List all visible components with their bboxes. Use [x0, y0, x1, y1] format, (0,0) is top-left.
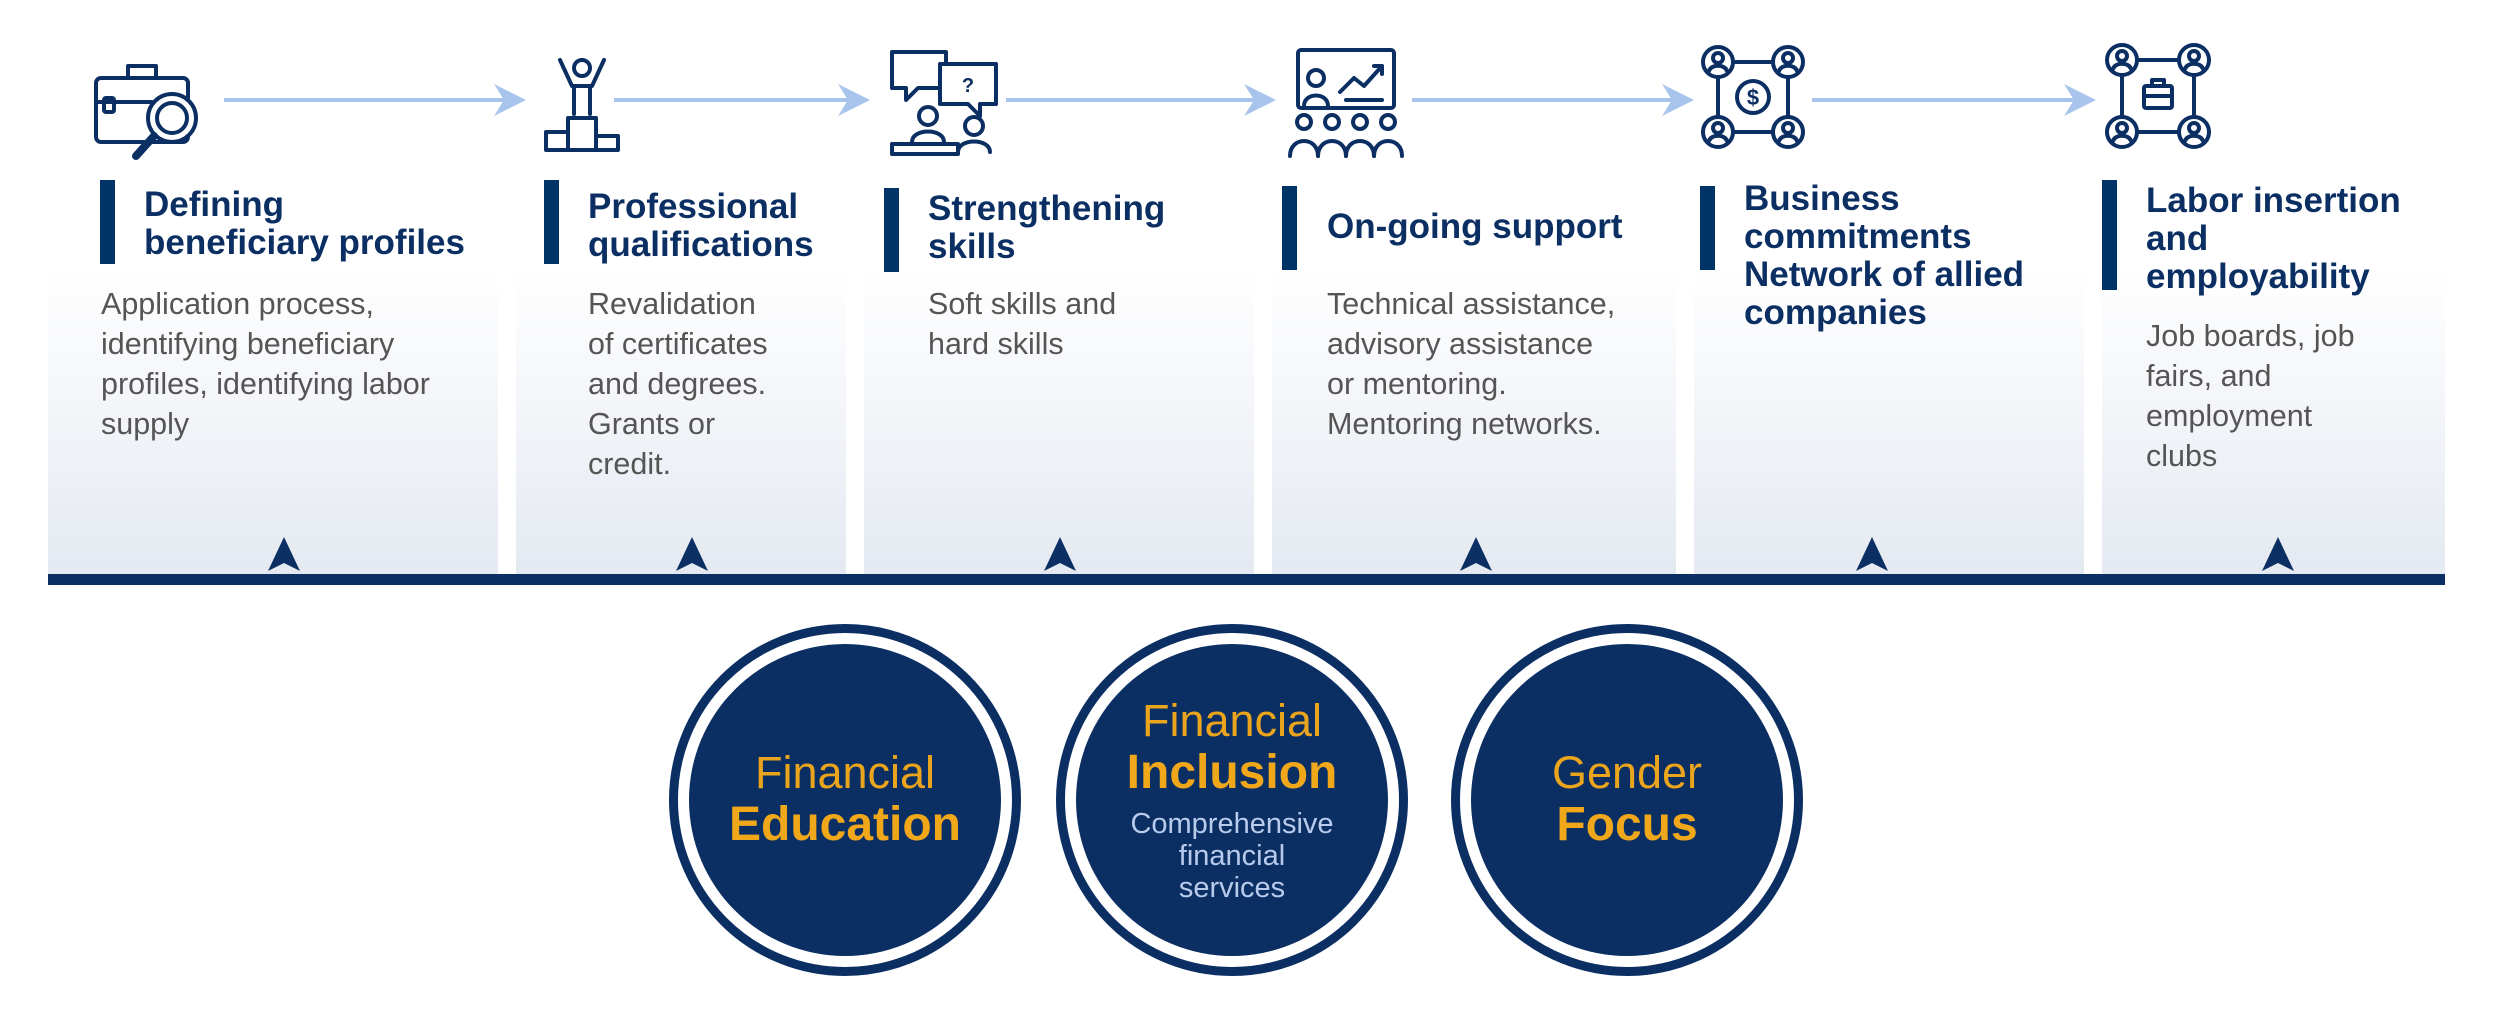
- pillar-title-bold: Focus: [1556, 798, 1698, 851]
- pillar-title-light: Gender: [1551, 747, 1703, 798]
- step-panel-5: [1694, 270, 2084, 578]
- step-title-2: Professional qualifications: [588, 187, 814, 264]
- pillar-circle-inner: Gender Focus: [1471, 644, 1783, 956]
- network-dollar-icon: $: [1700, 44, 1806, 150]
- step-description-2: Revalidation of certificates and degrees…: [588, 287, 768, 481]
- step-description-6: Job boards, job fairs, and employment cl…: [2146, 319, 2355, 473]
- step-panel-2: [516, 270, 846, 578]
- step-accent-bar-3: [884, 188, 899, 272]
- svg-text:$: $: [1747, 85, 1759, 110]
- pillar-title-bold: Education: [728, 798, 961, 851]
- flow-arrow-5: [1812, 82, 2096, 118]
- step-accent-bar-2: [544, 180, 559, 264]
- pillar-circle-financial-education: Financial Education: [669, 624, 1021, 976]
- pillar-subtitle: Comprehensive financial services: [1130, 808, 1334, 904]
- pillar-circle-financial-inclusion: Financial Inclusion Comprehensive financ…: [1056, 624, 1408, 976]
- step-title-5: Business commitments Network of allied c…: [1744, 179, 2025, 332]
- conversation-bubbles-icon: ?: [888, 46, 1000, 158]
- pillar-circle-inner: Financial Education: [689, 644, 1001, 956]
- step-marker-1: [268, 537, 300, 571]
- pillar-circle-gender-focus: Gender Focus: [1451, 624, 1803, 976]
- step-marker-3: [1044, 537, 1076, 571]
- step-accent-bar-6: [2102, 180, 2117, 290]
- step-marker-4: [1460, 537, 1492, 571]
- pillar-title-light: Financial: [754, 747, 936, 798]
- pillar-title-bold: Inclusion: [1126, 746, 1338, 799]
- flow-arrow-3: [1006, 82, 1276, 118]
- svg-text:?: ?: [962, 75, 974, 97]
- step-title-6: Labor insertion and employability: [2146, 181, 2401, 296]
- step-description-1: Application process, identifying benefic…: [101, 287, 430, 441]
- presentation-audience-icon: [1284, 46, 1404, 160]
- pillar-circle-inner: Financial Inclusion Comprehensive financ…: [1076, 644, 1388, 956]
- step-title-1: Defining beneficiary profiles: [144, 185, 465, 262]
- step-panel-4: [1272, 270, 1676, 578]
- step-title-4: On-going support: [1327, 207, 1623, 246]
- timeline-baseline: [48, 574, 2445, 585]
- flow-arrow-2: [614, 82, 870, 118]
- network-briefcase-icon: [2104, 42, 2212, 150]
- briefcase-magnifier-icon: [92, 58, 210, 162]
- step-marker-2: [676, 537, 708, 571]
- step-description-4: Technical assistance, advisory assistanc…: [1327, 287, 1616, 441]
- step-marker-6: [2262, 537, 2294, 571]
- step-marker-5: [1856, 537, 1888, 571]
- step-panel-1: [48, 270, 498, 578]
- step-title-3: Strengthening skills: [928, 189, 1166, 266]
- person-on-podium-icon: [544, 56, 620, 156]
- step-description-3: Soft skills and hard skills: [928, 287, 1117, 361]
- flow-arrow-1: [224, 82, 526, 118]
- step-panel-3: [864, 270, 1254, 578]
- step-accent-bar-5: [1700, 186, 1715, 270]
- step-accent-bar-4: [1282, 186, 1297, 270]
- step-accent-bar-1: [100, 180, 115, 264]
- step-panel-6: [2102, 270, 2445, 578]
- flow-arrow-4: [1412, 82, 1694, 118]
- pillar-title-light: Financial: [1141, 695, 1323, 746]
